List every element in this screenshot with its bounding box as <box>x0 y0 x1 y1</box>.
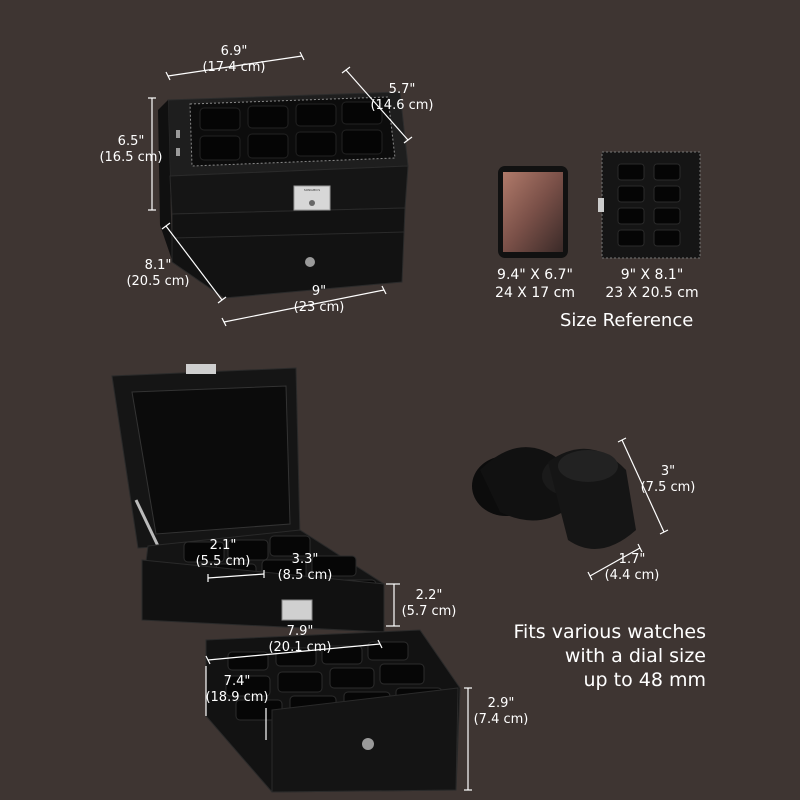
height-inches: 6.5" <box>117 134 145 149</box>
height-cm: (16.5 cm) <box>99 150 163 165</box>
closed-box-dimension-lines <box>148 51 413 327</box>
closed-box-width-label: 6.9" (17.4 cm) <box>196 44 272 76</box>
caption-line-2: with a dial size <box>564 645 706 667</box>
depth-inches: 5.7" <box>388 82 416 97</box>
slot-length-inches: 3.3" <box>291 552 319 567</box>
closed-watch-box <box>158 91 409 299</box>
tablet-dims-label: 9.4" X 6.7" 24 X 17 cm <box>480 266 590 302</box>
drawer-depth-cm: (18.9 cm) <box>205 690 269 705</box>
inner-width-label: 7.9" (20.1 cm) <box>262 624 338 656</box>
reference-case-image <box>598 151 701 259</box>
drawer-height-inches: 2.9" <box>487 696 515 711</box>
dial-size-caption: Fits various watches with a dial size up… <box>490 620 706 692</box>
closed-box-side-label: 8.1" (20.5 cm) <box>120 258 196 290</box>
pillow-length-label: 3" (7.5 cm) <box>632 464 704 496</box>
case-dims-inches: 9" X 8.1" <box>620 267 684 283</box>
inner-width-cm: (20.1 cm) <box>268 640 332 655</box>
upper-height-inches: 2.2" <box>415 588 443 603</box>
width-cm: (17.4 cm) <box>202 60 266 75</box>
case-dims-cm: 23 X 20.5 cm <box>605 285 699 301</box>
width-inches: 6.9" <box>220 44 248 59</box>
drawer-height-label: 2.9" (7.4 cm) <box>468 696 534 728</box>
inner-width-inches: 7.9" <box>286 624 314 639</box>
open-box-dimension-lines <box>205 570 472 791</box>
slot-length-cm: (8.5 cm) <box>277 568 333 583</box>
case-dims-label: 9" X 8.1" 23 X 20.5 cm <box>596 266 708 302</box>
slot-width-cm: (5.5 cm) <box>195 554 251 569</box>
slot-length-label: 3.3" (8.5 cm) <box>270 552 340 584</box>
drawer-depth-label: 7.4" (18.9 cm) <box>196 674 278 706</box>
watch-pillows-image <box>472 447 636 549</box>
size-reference-title: Size Reference <box>560 310 694 331</box>
pillow-height-cm: (4.4 cm) <box>604 568 660 583</box>
drawer-height-cm: (7.4 cm) <box>473 712 529 727</box>
closed-box-height-label: 6.5" (16.5 cm) <box>96 134 166 166</box>
pillow-dimension-lines <box>587 437 669 581</box>
tablet-dims-inches: 9.4" X 6.7" <box>497 267 573 283</box>
slot-width-inches: 2.1" <box>209 538 237 553</box>
depth-cm: (14.6 cm) <box>370 98 434 113</box>
pillow-length-cm: (7.5 cm) <box>640 480 696 495</box>
open-watch-box <box>111 364 461 793</box>
tablet-dims-cm: 24 X 17 cm <box>495 285 575 301</box>
drawer-depth-inches: 7.4" <box>223 674 251 689</box>
closed-box-base-label: 9" (23 cm) <box>284 284 354 316</box>
pillow-height-label: 1.7" (4.4 cm) <box>596 552 668 584</box>
base-cm: (23 cm) <box>293 300 345 315</box>
base-inches: 9" <box>311 284 327 299</box>
side-inches: 8.1" <box>144 258 172 273</box>
upper-height-cm: (5.7 cm) <box>401 604 457 619</box>
pillow-length-inches: 3" <box>660 464 676 479</box>
closed-box-depth-label: 5.7" (14.6 cm) <box>364 82 440 114</box>
side-cm: (20.5 cm) <box>126 274 190 289</box>
pillow-height-inches: 1.7" <box>618 552 646 567</box>
caption-line-1: Fits various watches <box>513 621 706 643</box>
upper-height-label: 2.2" (5.7 cm) <box>396 588 462 620</box>
slot-width-label: 2.1" (5.5 cm) <box>190 538 256 570</box>
brand-plate-text: SONGMICS <box>303 188 321 192</box>
tablet-image <box>498 166 568 258</box>
caption-line-3: up to 48 mm <box>583 669 707 691</box>
